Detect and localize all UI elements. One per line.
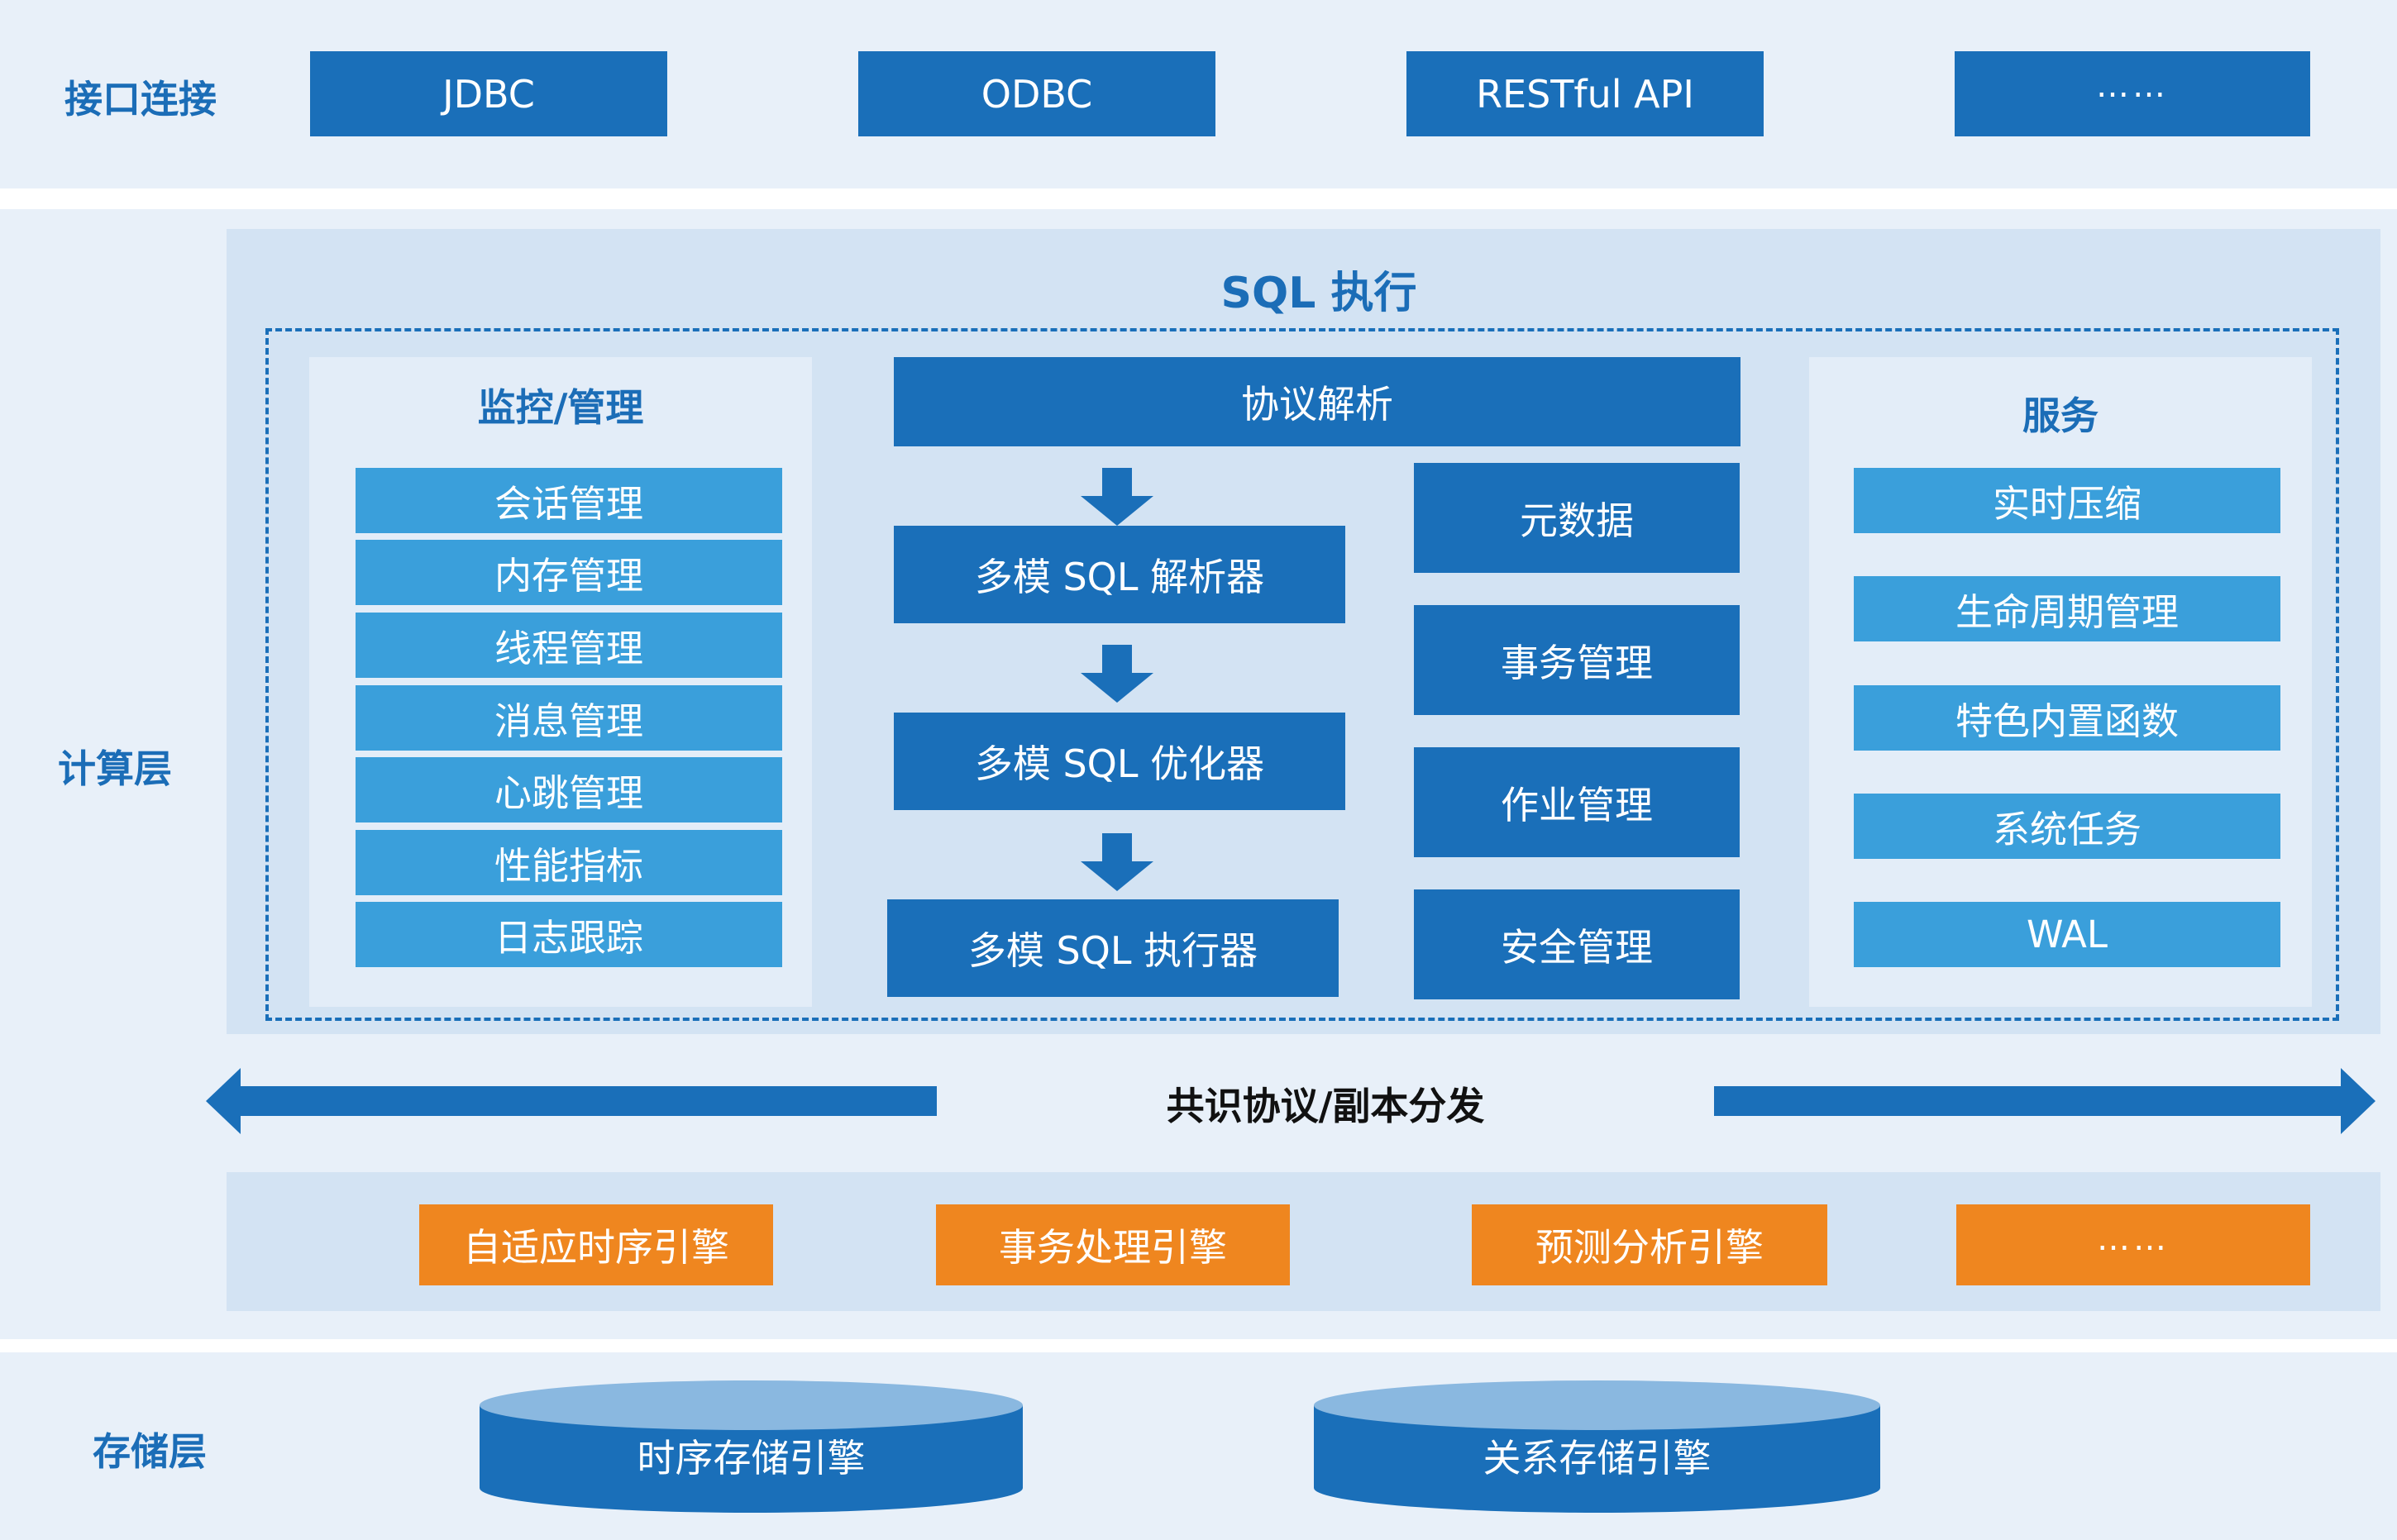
service-realtime-compression: 实时压缩	[1854, 468, 2280, 533]
timeseries-storage-cylinder-icon	[480, 1380, 1023, 1513]
interface-odbc-label: ODBC	[981, 71, 1093, 117]
services-title: 服务	[2022, 393, 2099, 438]
service-lifecycle-mgmt: 生命周期管理	[1854, 576, 2280, 641]
monitor-item-metrics-label: 性能指标	[494, 844, 643, 888]
transaction-mgmt-box: 事务管理	[1414, 605, 1740, 715]
interface-restful-api-label: RESTful API	[1476, 71, 1694, 117]
sql-parser-box: 多模 SQL 解析器	[894, 526, 1345, 623]
service-system-tasks-label: 系统任务	[1992, 808, 2142, 851]
service-lifecycle-mgmt-label: 生命周期管理	[1955, 590, 2179, 634]
monitor-item-memory: 内存管理	[356, 540, 782, 605]
compute-layer-label: 计算层	[58, 746, 172, 791]
engine-transaction: 事务处理引擎	[936, 1204, 1290, 1285]
engine-predictive-analytics-label: 预测分析引擎	[1535, 1225, 1764, 1270]
arrow-left-icon	[206, 1068, 937, 1134]
interface-layer-label: 接口连接	[64, 77, 217, 122]
monitor-item-thread-label: 线程管理	[494, 627, 643, 670]
protocol-parse-box: 协议解析	[894, 357, 1740, 446]
monitor-item-message-label: 消息管理	[494, 699, 643, 743]
protocol-parse-label: 协议解析	[1241, 382, 1393, 427]
transaction-mgmt-label: 事务管理	[1501, 640, 1653, 685]
monitor-title: 监控/管理	[477, 385, 644, 430]
job-mgmt-label: 作业管理	[1501, 782, 1653, 827]
interface-jdbc: JDBC	[310, 51, 667, 136]
engine-more-label: ……	[2097, 1220, 2170, 1258]
monitor-item-session-label: 会话管理	[494, 482, 643, 526]
monitor-item-log: 日志跟踪	[356, 902, 782, 967]
monitor-item-thread: 线程管理	[356, 613, 782, 678]
interface-restful-api: RESTful API	[1406, 51, 1764, 136]
metadata-label: 元数据	[1520, 498, 1634, 543]
arrow-down-icon	[1081, 645, 1153, 703]
services-panel	[1809, 357, 2312, 1007]
monitor-item-log-label: 日志跟踪	[494, 916, 643, 960]
sql-parser-label: 多模 SQL 解析器	[974, 555, 1265, 599]
timeseries-storage-label: 时序存储引擎	[637, 1436, 866, 1480]
sql-executor-label: 多模 SQL 执行器	[967, 928, 1258, 973]
arrow-right-icon	[1714, 1068, 2376, 1134]
sql-optimizer-box: 多模 SQL 优化器	[894, 713, 1345, 810]
security-mgmt-box: 安全管理	[1414, 889, 1740, 999]
interface-more: ……	[1955, 51, 2310, 136]
sql-optimizer-label: 多模 SQL 优化器	[974, 741, 1265, 786]
relational-storage-cylinder-icon	[1314, 1380, 1880, 1513]
service-builtin-functions: 特色内置函数	[1854, 685, 2280, 751]
interface-more-label: ……	[2096, 66, 2169, 105]
security-mgmt-label: 安全管理	[1501, 924, 1653, 970]
monitor-item-heartbeat-label: 心跳管理	[494, 771, 643, 815]
sql-exec-dashed-border	[265, 328, 2339, 1021]
service-system-tasks: 系统任务	[1854, 794, 2280, 859]
sql-exec-title: SQL 执行	[1220, 268, 1417, 318]
job-mgmt-box: 作业管理	[1414, 747, 1740, 857]
engine-adaptive-timeseries: 自适应时序引擎	[419, 1204, 773, 1285]
monitor-item-heartbeat: 心跳管理	[356, 757, 782, 822]
monitor-item-message: 消息管理	[356, 685, 782, 751]
engine-adaptive-timeseries-label: 自适应时序引擎	[463, 1225, 729, 1270]
metadata-box: 元数据	[1414, 463, 1740, 573]
service-builtin-functions-label: 特色内置函数	[1955, 699, 2179, 743]
service-realtime-compression-label: 实时压缩	[1992, 482, 2142, 526]
storage-layer-band	[0, 1352, 2397, 1540]
interface-odbc: ODBC	[858, 51, 1215, 136]
service-wal: WAL	[1854, 902, 2280, 967]
service-wal-label: WAL	[2027, 913, 2108, 956]
monitor-item-metrics: 性能指标	[356, 830, 782, 895]
engine-predictive-analytics: 预测分析引擎	[1472, 1204, 1827, 1285]
arrow-down-icon	[1081, 833, 1153, 891]
storage-layer-label: 存储层	[93, 1429, 207, 1474]
monitor-item-memory-label: 内存管理	[494, 554, 643, 598]
monitor-item-session: 会话管理	[356, 468, 782, 533]
engine-more: ……	[1956, 1204, 2310, 1285]
monitor-panel	[309, 357, 812, 1007]
engine-transaction-label: 事务处理引擎	[999, 1225, 1227, 1270]
interface-jdbc-label: JDBC	[442, 71, 535, 117]
consensus-label: 共识协议/副本分发	[1166, 1084, 1485, 1128]
sql-executor-box: 多模 SQL 执行器	[887, 899, 1339, 997]
relational-storage-label: 关系存储引擎	[1483, 1436, 1712, 1480]
arrow-down-icon	[1081, 468, 1153, 526]
